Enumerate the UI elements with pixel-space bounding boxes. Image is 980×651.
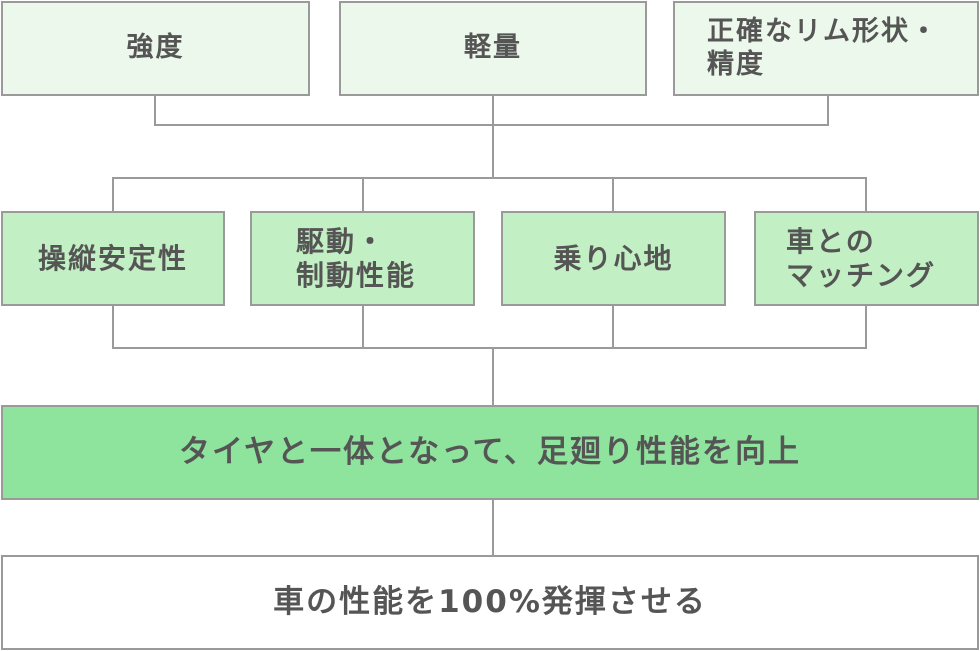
box-label: 乗り心地	[553, 241, 674, 275]
box-label: タイヤと一体となって、足廻り性能を向上	[178, 433, 802, 470]
box-steering-stability: 操縦安定性	[1, 211, 225, 306]
box-drive-brake: 駆動・ 制動性能	[250, 211, 475, 306]
box-label: 強度	[126, 32, 185, 64]
box-label: 操縦安定性	[37, 241, 188, 275]
box-label: 正確なリム形状・ 精度	[707, 16, 939, 81]
box-label-line: 制動性能	[296, 258, 417, 292]
box-lightweight: 軽量	[339, 1, 647, 96]
box-ride-comfort: 乗り心地	[501, 211, 726, 306]
box-rim-precision: 正確なリム形状・ 精度	[673, 1, 979, 96]
box-label-line: 正確なリム形状・	[707, 16, 939, 48]
box-label: 車との マッチング	[786, 225, 936, 292]
box-vehicle-matching: 車との マッチング	[754, 211, 979, 306]
box-label: 駆動・ 制動性能	[296, 225, 416, 292]
box-label-line: 駆動・	[296, 224, 387, 258]
box-strength: 強度	[1, 1, 310, 96]
box-label: 車の性能を100%発揮させる	[273, 583, 707, 620]
box-label-line: マッチング	[786, 258, 937, 292]
box-full-performance: 車の性能を100%発揮させる	[1, 555, 979, 650]
box-label-line: 車との	[786, 224, 876, 258]
box-label: 軽量	[464, 32, 522, 64]
box-label-line: 精度	[707, 48, 765, 80]
box-suspension-performance: タイヤと一体となって、足廻り性能を向上	[1, 405, 979, 500]
